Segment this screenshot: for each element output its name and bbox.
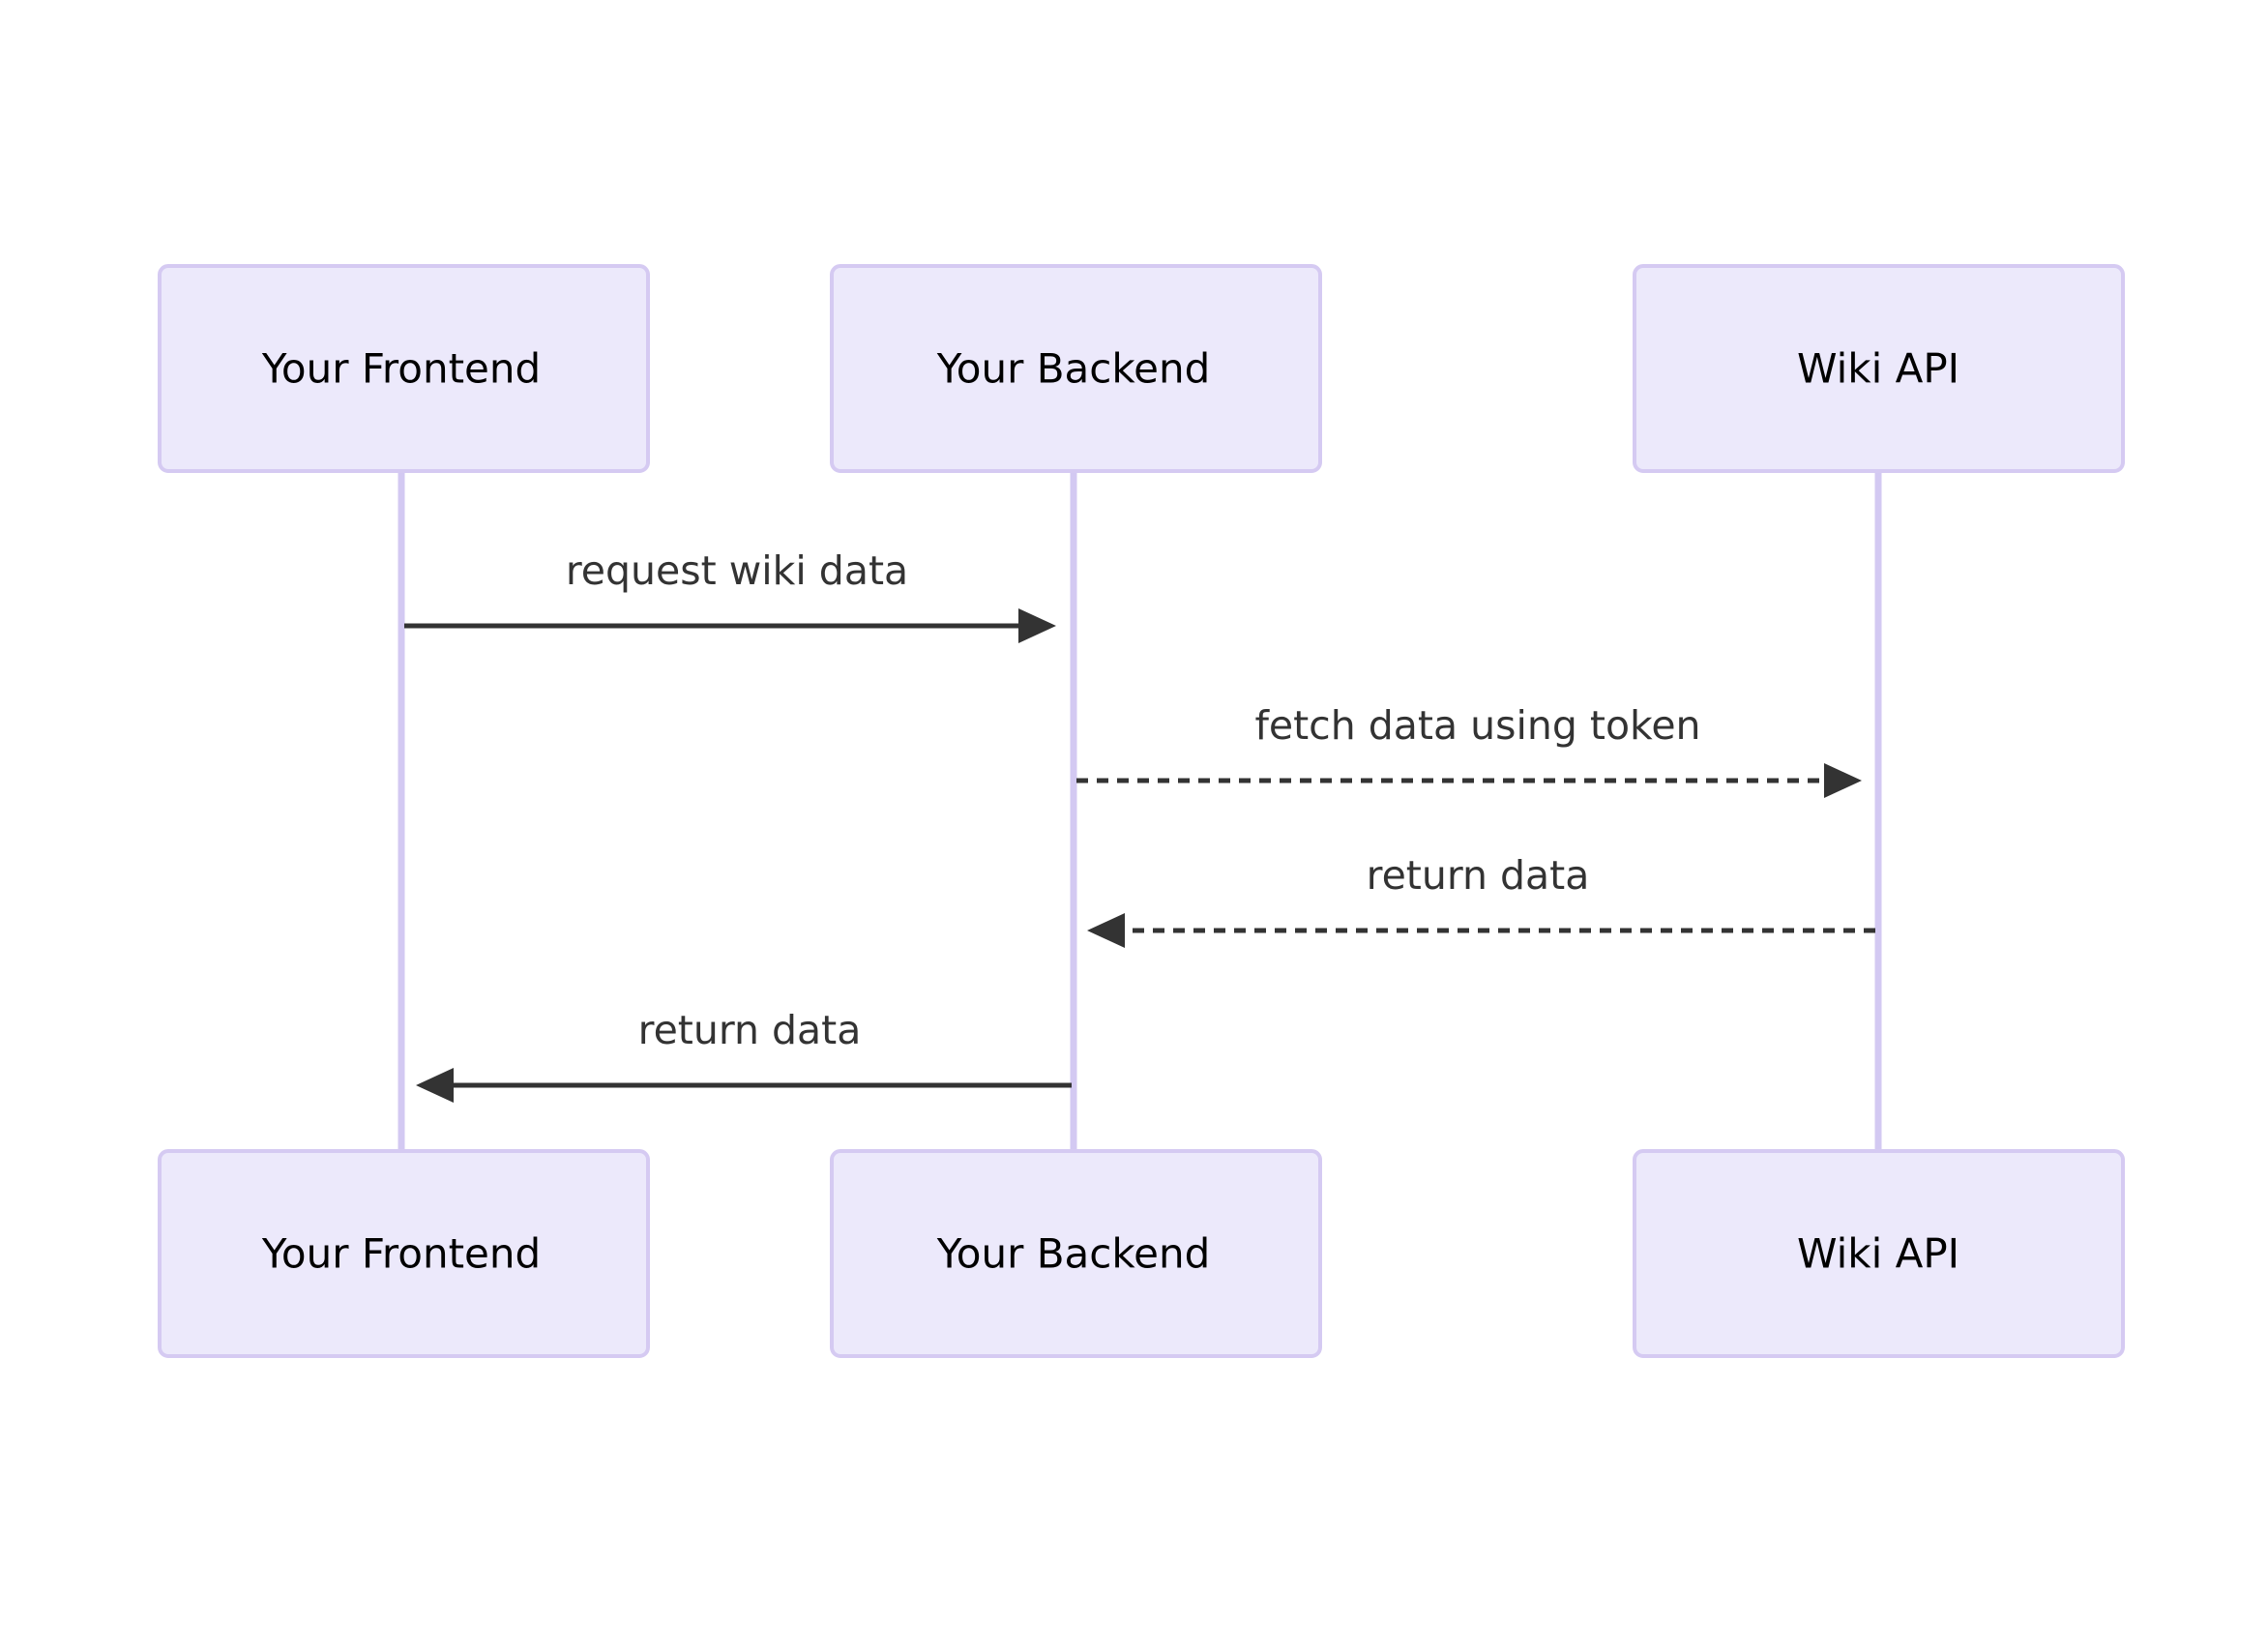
arrowhead-right-icon bbox=[1018, 608, 1056, 643]
participant-rect bbox=[830, 264, 1322, 473]
participant-label-wikiapi-top: Wiki API bbox=[1797, 345, 1959, 393]
participant-box-wikiapi-top[interactable]: Wiki API bbox=[1633, 264, 2125, 473]
message-label-4: return data bbox=[638, 1007, 862, 1053]
arrowhead-left-icon bbox=[1087, 913, 1125, 948]
participant-box-wikiapi-bottom[interactable]: Wiki API bbox=[1633, 1149, 2125, 1358]
participant-box-backend-top[interactable]: Your Backend bbox=[830, 264, 1322, 473]
message-1-request-wiki-data[interactable]: request wiki data bbox=[404, 547, 1056, 643]
participant-rect bbox=[830, 1149, 1322, 1358]
participant-boxes-top: Your Frontend Your Backend Wiki API bbox=[158, 264, 2125, 473]
participant-box-frontend-bottom[interactable]: Your Frontend bbox=[158, 1149, 650, 1358]
message-3-return-data[interactable]: return data bbox=[1087, 852, 1875, 948]
participant-label-backend-bottom: Your Backend bbox=[936, 1230, 1211, 1278]
participant-rect bbox=[1633, 1149, 2125, 1358]
participant-label-frontend-bottom: Your Frontend bbox=[261, 1230, 541, 1278]
participant-box-frontend-top[interactable]: Your Frontend bbox=[158, 264, 650, 473]
message-2-fetch-data-using-token[interactable]: fetch data using token bbox=[1076, 702, 1862, 798]
message-label-3: return data bbox=[1367, 852, 1590, 899]
participant-label-backend-top: Your Backend bbox=[936, 345, 1211, 393]
arrowhead-right-icon bbox=[1824, 763, 1862, 798]
message-label-2: fetch data using token bbox=[1254, 702, 1700, 749]
arrowhead-left-icon bbox=[416, 1068, 454, 1103]
lifelines-group bbox=[398, 471, 1882, 1151]
message-label-1: request wiki data bbox=[566, 547, 908, 594]
participant-label-frontend-top: Your Frontend bbox=[261, 345, 541, 393]
participant-rect bbox=[158, 264, 650, 473]
participant-boxes-bottom: Your Frontend Your Backend Wiki API bbox=[158, 1149, 2125, 1358]
participant-box-backend-bottom[interactable]: Your Backend bbox=[830, 1149, 1322, 1358]
message-4-return-data[interactable]: return data bbox=[416, 1007, 1072, 1103]
participant-rect bbox=[158, 1149, 650, 1358]
participant-label-wikiapi-bottom: Wiki API bbox=[1797, 1230, 1959, 1278]
participant-rect bbox=[1633, 264, 2125, 473]
